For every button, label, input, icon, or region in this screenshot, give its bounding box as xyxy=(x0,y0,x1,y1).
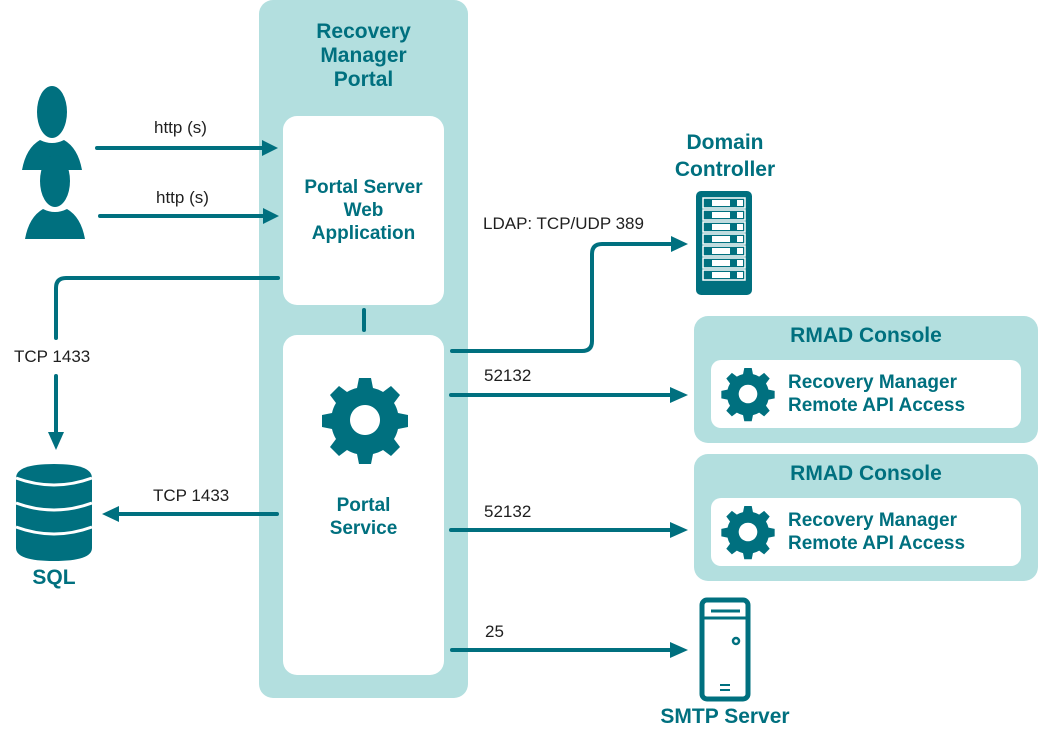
gear-icon xyxy=(721,505,775,560)
sql-label: SQL xyxy=(32,566,76,589)
connection-label-http-user-2: http (s) xyxy=(156,188,209,207)
connection-label-52132-console-1: 52132 xyxy=(484,366,532,385)
connector-web-app-to-sql xyxy=(48,276,280,450)
web-app-title-line: Web xyxy=(343,200,384,221)
domain-controller-title-line: Controller xyxy=(674,158,776,181)
connector-user-2-to-web-app xyxy=(98,208,279,224)
connector-user-1-to-web-app xyxy=(95,140,278,156)
connector-service-to-sql xyxy=(102,506,279,522)
connection-label-tcp-1433-web: TCP 1433 xyxy=(14,347,91,366)
portal-service-title-line: Portal xyxy=(336,495,391,516)
user-icon xyxy=(25,155,85,239)
portal-service-title: Portal Service xyxy=(283,494,444,540)
rmad-console-title: RMAD Console xyxy=(790,462,942,485)
portal-server-web-application xyxy=(283,116,444,305)
remote-api-access-label: Recovery Manager Remote API Access xyxy=(788,509,965,555)
connector-service-to-smtp xyxy=(450,642,688,658)
portal-title-line: Recovery xyxy=(316,20,411,43)
web-app-title-line: Application xyxy=(311,223,416,244)
connection-label-ldap: LDAP: TCP/UDP 389 xyxy=(483,214,644,233)
web-app-title-line: Portal Server xyxy=(304,177,423,198)
user-icon xyxy=(22,86,82,170)
remote-api-line: Remote API Access xyxy=(788,533,966,554)
remote-api-access-label: Recovery Manager Remote API Access xyxy=(788,371,965,417)
connection-label-smtp-25: 25 xyxy=(485,622,504,641)
gear-icon xyxy=(322,378,408,464)
database-icon xyxy=(15,464,93,561)
remote-api-line: Recovery Manager xyxy=(788,510,957,531)
remote-api-line: Recovery Manager xyxy=(788,372,957,393)
portal-title: Recovery Manager Portal xyxy=(259,20,468,92)
connection-label-tcp-1433-service: TCP 1433 xyxy=(153,486,230,505)
connector-service-to-rmad-console-2 xyxy=(449,522,688,538)
connection-label-52132-console-2: 52132 xyxy=(484,502,532,521)
web-app-title: Portal Server Web Application xyxy=(283,176,444,245)
remote-api-line: Remote API Access xyxy=(788,395,966,416)
server-rack-icon xyxy=(696,191,752,295)
domain-controller-title-line: Domain xyxy=(686,131,764,154)
connector-service-to-domain-controller xyxy=(450,236,688,353)
smtp-server-label: SMTP Server xyxy=(660,705,790,728)
portal-title-line: Portal xyxy=(333,68,394,91)
portal-service-title-line: Service xyxy=(329,518,398,539)
connector-service-to-rmad-console-1 xyxy=(449,387,688,403)
portal-title-line: Manager xyxy=(320,44,407,67)
tower-server-icon xyxy=(699,597,751,702)
domain-controller-title: Domain Controller xyxy=(655,129,795,183)
gear-icon xyxy=(721,367,775,422)
rmad-console-title: RMAD Console xyxy=(790,324,942,347)
connection-label-http-user-1: http (s) xyxy=(154,118,207,137)
